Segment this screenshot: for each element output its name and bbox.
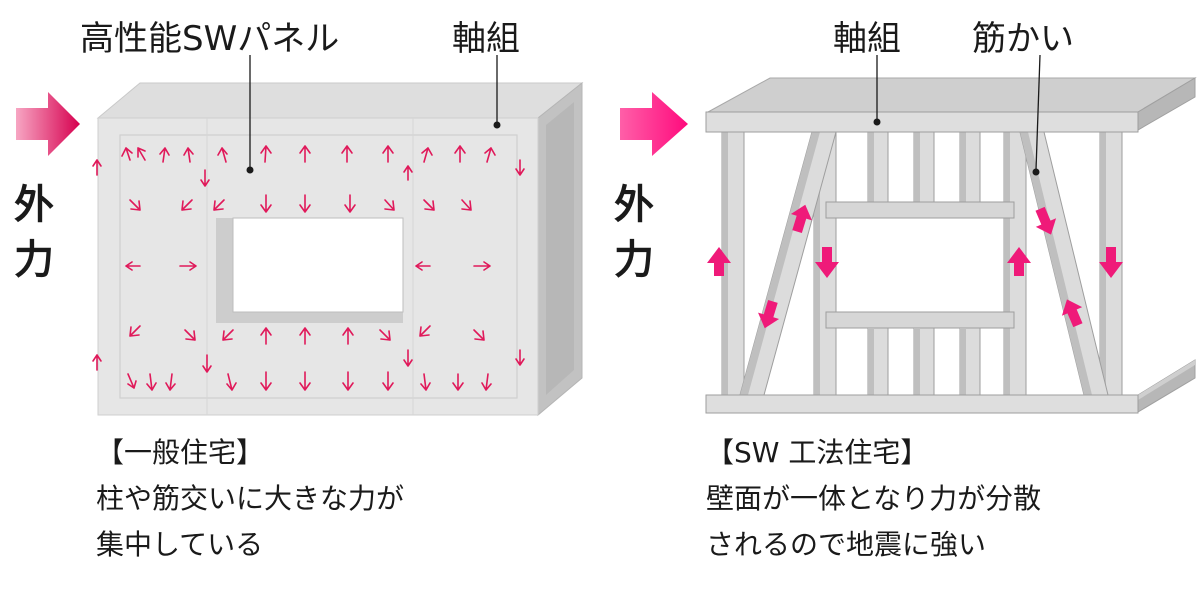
force-arrow-down-head-1 [815, 262, 839, 278]
panel-leader-dot [246, 166, 254, 174]
label-brace: 筋かい [972, 19, 1074, 59]
arrow-row-bottom [127, 371, 492, 391]
sw-panel-wall [96, 81, 584, 417]
concentrated-force-arrows [707, 204, 1123, 329]
label-frame-left: 軸組 [452, 19, 520, 59]
external-force-arrow-left [16, 92, 80, 156]
label-force-right-1: 外 [614, 182, 654, 228]
caption-right-line1: 壁面が一体となり力が分散 [706, 482, 1042, 515]
caption-right: 【SW 工法住宅】 壁面が一体となり力が分散 されるので地震に強い [706, 430, 1041, 568]
force-arrow-down-head-2 [1099, 262, 1123, 278]
external-force-arrow-right [620, 92, 688, 156]
arrow-row-middle [125, 261, 491, 271]
force-arrow-up-2 [1014, 262, 1024, 276]
brace-leader-line [1035, 54, 1041, 171]
force-arrow-down-1 [822, 247, 832, 263]
force-arrow-down-2 [1106, 247, 1116, 263]
brace-leader-dot [1032, 168, 1040, 176]
caption-right-title: 【SW 工法住宅】 [706, 436, 929, 469]
label-force-right-2: 力 [614, 237, 654, 283]
force-arrow-up-head-1 [707, 247, 731, 263]
force-arrow-up-1 [714, 262, 724, 276]
caption-left-title: 【一般住宅】 [96, 436, 265, 469]
force-arrow-up-head-2 [1007, 247, 1031, 263]
arrow-row-top [121, 145, 496, 163]
caption-left-line2: 集中している [96, 528, 264, 561]
timber-framing [705, 77, 1197, 414]
arrow-row-upper-mid [92, 159, 525, 213]
caption-left: 【一般住宅】 柱や筋交いに大きな力が 集中している [96, 430, 404, 568]
label-frame-right: 軸組 [833, 19, 901, 59]
label-force-left-1: 外 [14, 182, 54, 228]
frame-leader-dot-right [873, 118, 881, 126]
label-sw-panel: 高性能SWパネル [80, 19, 339, 59]
label-force-left-2: 力 [14, 237, 54, 283]
caption-left-line1: 柱や筋交いに大きな力が [96, 482, 405, 515]
distributed-force-arrows [92, 145, 525, 391]
frame-leader-dot-left [493, 121, 501, 129]
arrow-row-lower-mid [92, 325, 525, 373]
caption-right-line2: されるので地震に強い [706, 528, 987, 561]
